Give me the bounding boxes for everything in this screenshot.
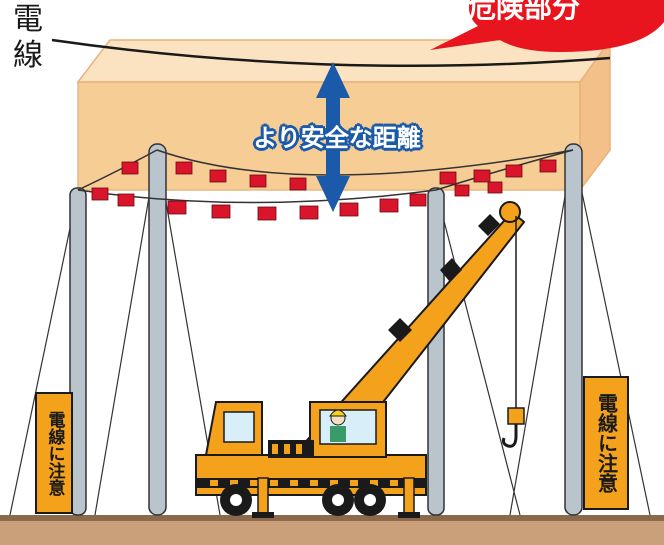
ground-edge — [0, 515, 664, 521]
flag-rope — [77, 149, 574, 221]
outriggers — [252, 477, 420, 518]
safe-distance-label: より安全な距離 — [253, 124, 421, 152]
power-line — [51, 38, 611, 68]
double-arrow-icon — [316, 62, 350, 212]
warning-sign-left-text: 電線に注意 — [44, 410, 65, 496]
warning-sign-right: 電線に注意 — [583, 376, 629, 510]
wire-label: 電線 — [13, 2, 43, 73]
crane-body — [195, 401, 427, 496]
crane-hook-icon — [502, 407, 525, 448]
danger-zone-label: 危険部分 — [468, 0, 581, 24]
warning-sign-right-text: 電線に注意 — [594, 393, 619, 493]
warning-sign-left: 電線に注意 — [35, 392, 73, 514]
wheels — [220, 484, 386, 516]
danger-bubble — [430, 0, 664, 52]
poles — [69, 143, 583, 516]
